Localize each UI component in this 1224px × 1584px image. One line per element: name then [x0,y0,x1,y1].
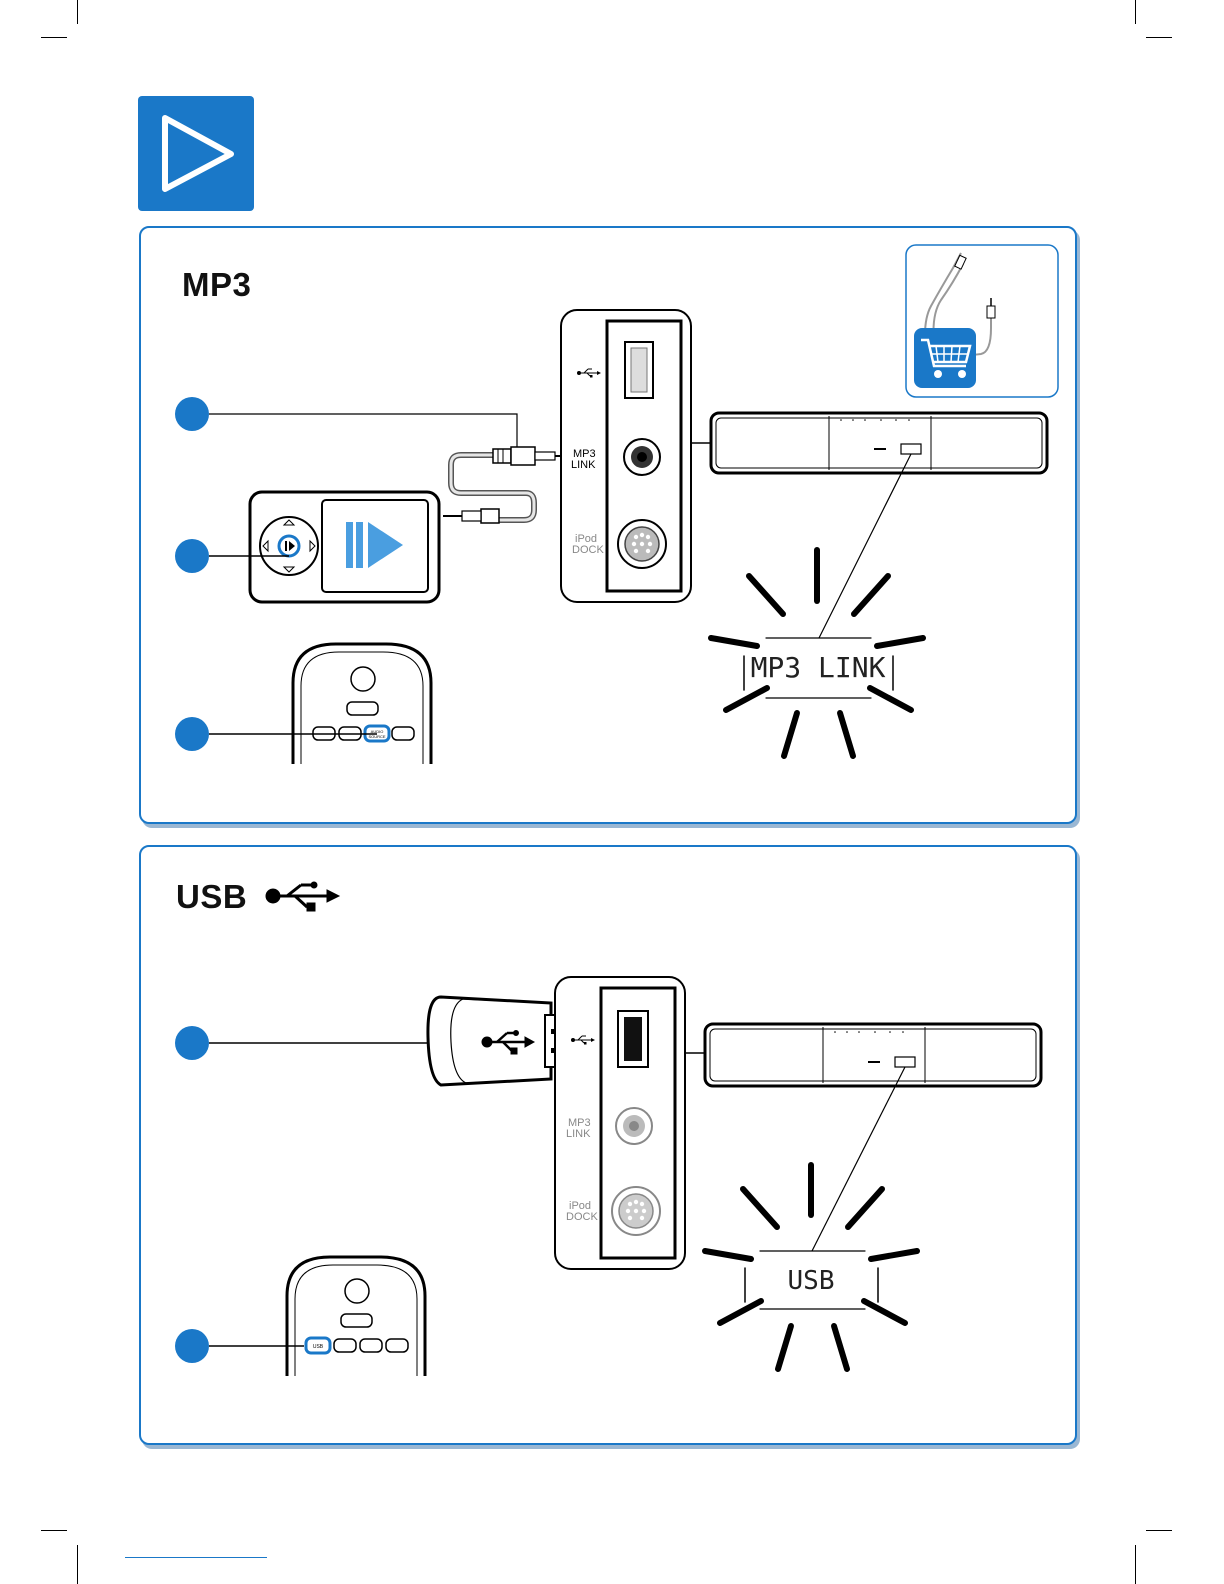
mp3-panel: MP3 [139,226,1077,824]
crop-mark [1135,1545,1136,1584]
audio-cable-icon [493,447,569,465]
crop-mark [41,1530,67,1531]
crop-mark [77,0,78,24]
step-2-dot [175,1329,209,1363]
usb-diagram: MP3 LINK iPod DOCK [141,847,1075,1443]
ipod-label-2: DOCK [572,544,604,556]
crop-mark [41,37,67,38]
usb-remote-label: USB [313,1344,324,1350]
usb-icon [266,882,339,911]
ipod-label-2: DOCK [566,1211,598,1223]
footer-rule [125,1557,267,1558]
crop-mark [77,1545,78,1584]
crop-mark [1135,0,1136,24]
mp3-link-label-2: LINK [571,459,596,471]
step-1-dot [175,397,209,431]
crop-mark [1146,1530,1172,1531]
step-1-dot [175,1026,209,1060]
play-tile [138,96,254,211]
play-icon [138,96,254,211]
mp3-display-text: MP3 LINK [751,651,886,684]
usb-panel: USB [139,845,1077,1445]
step-2-dot [175,539,209,573]
usb-display-text: USB [788,1266,835,1296]
mp3-link-label-2: LINK [566,1128,591,1140]
usb-stick-icon [428,997,565,1085]
crop-mark [1146,37,1172,38]
mp3-diagram: MP3 LINK iPod DOCK [141,228,1075,822]
step-3-dot [175,717,209,751]
